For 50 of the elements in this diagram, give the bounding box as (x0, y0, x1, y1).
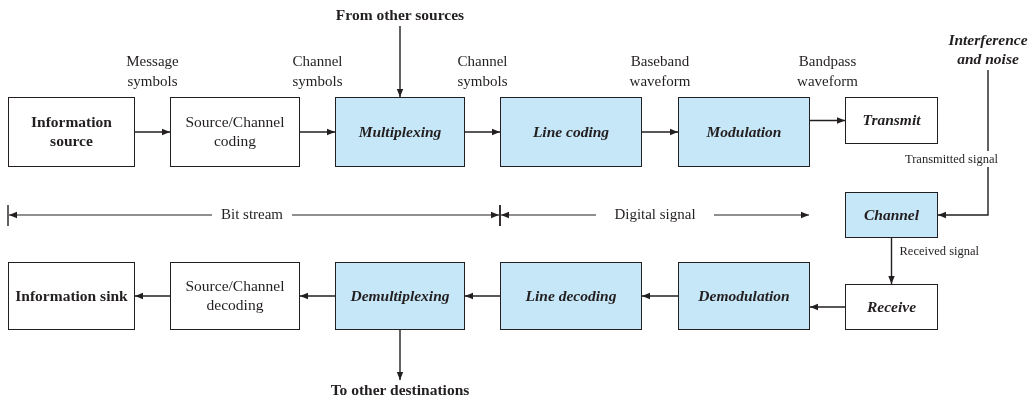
arrow (299, 292, 336, 300)
box-text: Line coding (532, 122, 610, 142)
process-box (500, 262, 642, 330)
box-text: Demultiplexing (350, 286, 450, 306)
arrow (641, 128, 679, 136)
arrow (396, 25, 404, 98)
box-text: Source/Channel coding (184, 113, 286, 151)
edge-label: Channel symbols (291, 52, 344, 91)
arrow (641, 292, 679, 300)
process-box (8, 262, 135, 330)
arrow (464, 292, 501, 300)
box-text: Modulation (706, 122, 782, 142)
signal-label: Transmitted signal (905, 151, 998, 168)
process-box (8, 97, 135, 167)
arrow (134, 128, 171, 136)
annotation-text: Interference and noise (938, 30, 1035, 70)
process-box (845, 284, 938, 330)
box-text: Receive (866, 297, 916, 317)
process-box (335, 262, 465, 330)
process-box (170, 262, 300, 330)
box-text: Information source (30, 113, 113, 151)
box-text: Demodulation (698, 286, 790, 306)
arrow (299, 128, 336, 136)
arrow (809, 117, 846, 124)
process-box (170, 97, 300, 167)
process-box (845, 192, 938, 238)
arrow (937, 69, 989, 219)
box-text: Channel (863, 205, 920, 225)
edge-label: Bandpass waveform (796, 52, 859, 91)
box-text: Line decoding (525, 286, 617, 306)
box-text: Multiplexing (358, 122, 442, 142)
edge-label: Channel symbols (456, 52, 509, 91)
arrow (134, 292, 171, 300)
arrow (396, 329, 404, 381)
box-text: Information sink (15, 286, 128, 306)
annotation-text: From other sources (330, 4, 470, 26)
arrow (464, 128, 501, 136)
box-text: Transmit (862, 111, 921, 130)
arrow (809, 303, 846, 311)
edge-label: Baseband waveform (628, 52, 692, 91)
process-box (500, 97, 642, 167)
edge-label: Message symbols (125, 52, 180, 91)
process-box (678, 262, 810, 330)
box-text: Source/Channel decoding (184, 277, 286, 315)
arrow (888, 237, 895, 285)
process-box (678, 97, 810, 167)
edge-label: Received signal (899, 243, 979, 260)
process-box (845, 97, 938, 144)
annotation-text: To other destinations (320, 380, 480, 400)
process-box (335, 97, 465, 167)
